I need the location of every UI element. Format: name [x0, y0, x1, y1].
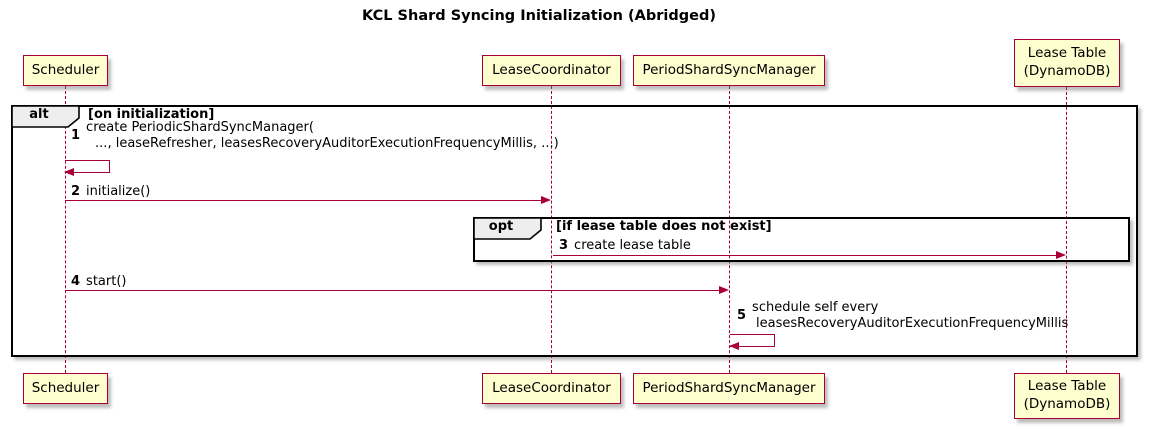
message-4-label: 4 start() — [71, 274, 126, 290]
message-seq: 2 — [71, 184, 81, 199]
lifeline-period-shard-sync-manager — [729, 86, 730, 373]
message-text: ..., leaseRefresher, leasesRecoveryAudit… — [95, 135, 559, 151]
arrowhead-right-icon — [1056, 251, 1066, 259]
participant-label: PeriodShardSyncManager — [642, 379, 816, 396]
message-4-arrow — [65, 290, 719, 291]
participant-scheduler-bottom: Scheduler — [23, 373, 108, 404]
participant-lease-coordinator-top: LeaseCoordinator — [482, 55, 621, 86]
participant-label: (DynamoDB) — [1023, 396, 1111, 412]
opt-frame-label: opt — [488, 219, 514, 234]
arrowhead-right-icon — [719, 286, 729, 294]
message-text: start() — [86, 274, 127, 289]
participant-label: (DynamoDB) — [1023, 63, 1111, 79]
participant-label: Scheduler — [31, 379, 100, 396]
arrowhead-left-icon — [64, 168, 74, 176]
message-2-arrow — [65, 200, 542, 201]
message-2-label: 2 initialize() — [71, 184, 150, 200]
participant-period-shard-sync-manager-top: PeriodShardSyncManager — [633, 55, 825, 86]
message-5-label: 5 schedule self every leasesRecoveryAudi… — [737, 300, 1068, 331]
message-text: schedule self every — [752, 300, 879, 315]
lifeline-scheduler — [65, 86, 66, 373]
lifeline-lease-table — [1066, 87, 1067, 373]
arrowhead-left-icon — [729, 342, 739, 350]
message-5-self-arrow — [730, 334, 775, 347]
participant-period-shard-sync-manager-bottom: PeriodShardSyncManager — [633, 373, 825, 404]
message-seq: 4 — [71, 274, 81, 289]
participant-label: LeaseCoordinator — [492, 61, 611, 78]
lifeline-lease-coordinator — [551, 86, 552, 373]
message-text: initialize() — [86, 184, 151, 199]
participant-lease-table-top: Lease Table (DynamoDB) — [1014, 39, 1120, 87]
message-3-label: 3 create lease table — [559, 238, 691, 254]
message-seq: 5 — [737, 307, 747, 323]
message-seq: 3 — [559, 238, 569, 253]
message-1-label: 1 create PeriodicShardSyncManager( ..., … — [71, 120, 559, 151]
alt-frame-label-shape — [11, 105, 80, 128]
alt-frame-guard: [on initialization] — [88, 107, 215, 122]
message-text: create PeriodicShardSyncManager( — [86, 120, 314, 135]
participant-label: Lease Table — [1027, 378, 1107, 395]
alt-frame-label: alt — [29, 107, 49, 122]
participant-scheduler-top: Scheduler — [23, 55, 108, 86]
participant-label: Scheduler — [31, 61, 100, 78]
opt-frame-guard: [if lease table does not exist] — [556, 219, 772, 234]
message-seq: 1 — [71, 127, 81, 143]
message-3-arrow — [553, 255, 1056, 256]
message-text: create lease table — [574, 238, 691, 253]
participant-label: PeriodShardSyncManager — [642, 61, 816, 78]
arrowhead-right-icon — [541, 196, 551, 204]
opt-frame-label-shape — [473, 217, 542, 240]
participant-lease-table-bottom: Lease Table (DynamoDB) — [1014, 373, 1120, 419]
participant-label: Lease Table — [1027, 45, 1107, 62]
diagram-title: KCL Shard Syncing Initialization (Abridg… — [362, 8, 716, 24]
participant-label: LeaseCoordinator — [492, 379, 611, 396]
alt-frame — [11, 105, 1138, 357]
message-text: leasesRecoveryAuditorExecutionFrequencyM… — [756, 315, 1069, 331]
message-1-self-arrow — [65, 160, 110, 173]
participant-lease-coordinator-bottom: LeaseCoordinator — [482, 373, 621, 404]
